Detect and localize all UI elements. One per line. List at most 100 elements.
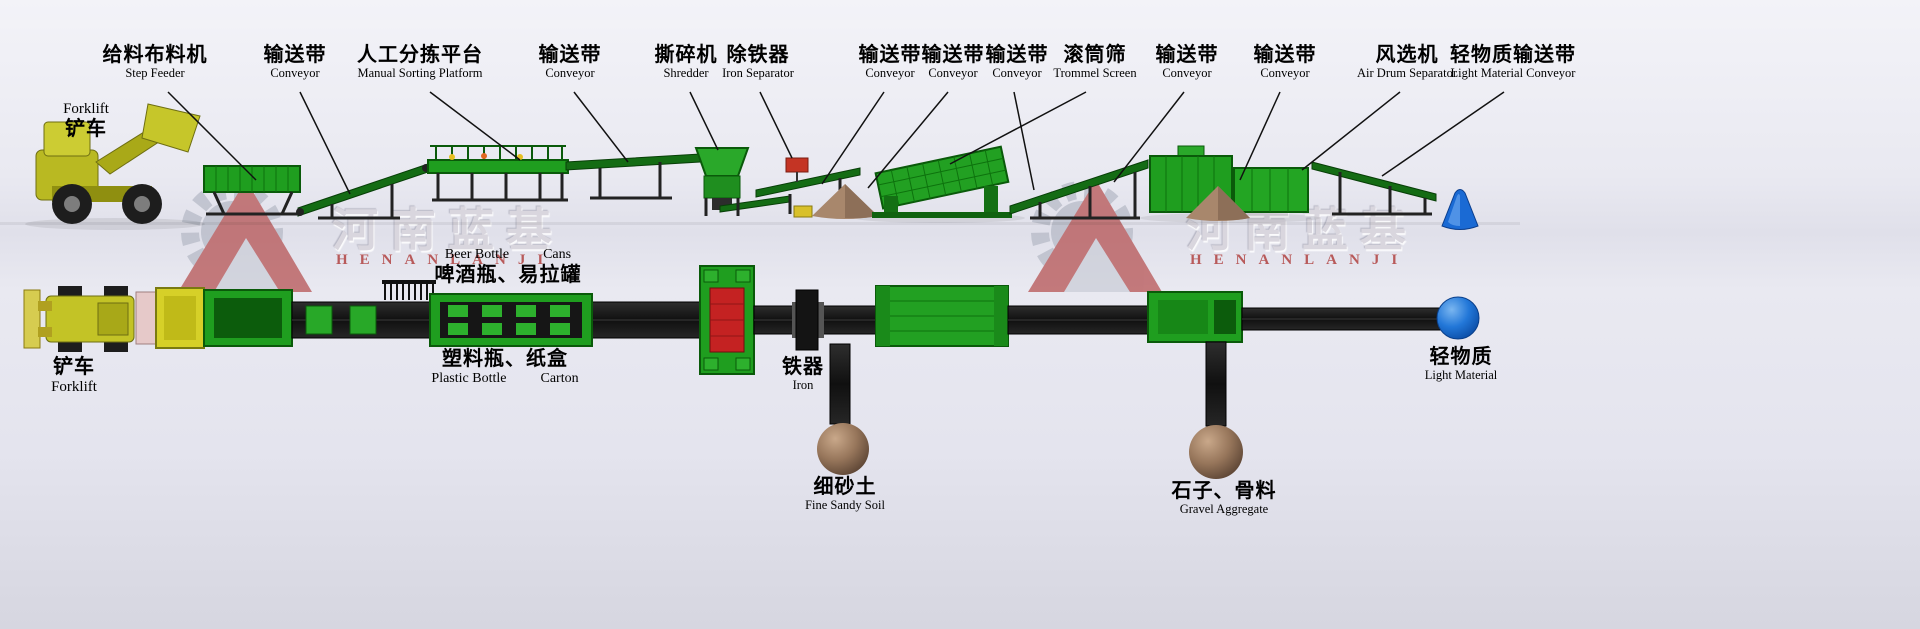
label-en: Conveyor bbox=[270, 66, 320, 81]
trommel-top bbox=[875, 285, 1009, 347]
label-en-row: Beer Bottle Cans bbox=[435, 246, 582, 264]
label-en: Forklift bbox=[51, 379, 97, 396]
label-zh: 输送带 bbox=[263, 44, 327, 66]
label-zh: 风选机 bbox=[1375, 44, 1439, 66]
platform-top bbox=[429, 293, 593, 347]
leader-line bbox=[949, 91, 1087, 165]
label-gravel-aggregate: 石子、骨料 Gravel Aggregate bbox=[1172, 480, 1277, 518]
belt-3-top bbox=[1007, 305, 1149, 335]
label-forklift-top: 铲车 Forklift bbox=[51, 356, 97, 396]
label-en: Conveyor bbox=[1260, 66, 1310, 81]
label-zh: 给料布料机 bbox=[102, 44, 208, 66]
sand-pile-side bbox=[812, 184, 878, 219]
leader-line bbox=[821, 91, 885, 185]
label-en: Beer Bottle bbox=[444, 247, 510, 262]
label-en: Forklift bbox=[63, 101, 109, 117]
label-en: Gravel Aggregate bbox=[1179, 502, 1269, 517]
leader-line bbox=[867, 91, 949, 189]
gravel-branch bbox=[1189, 341, 1243, 479]
label-zh: 啤酒瓶、易拉罐 bbox=[434, 263, 582, 286]
label-en: Step Feeder bbox=[125, 66, 185, 81]
leader-line bbox=[1013, 91, 1035, 191]
label-sorting-platform: 人工分拣平台 Manual Sorting Platform bbox=[357, 44, 483, 82]
label-en: Conveyor bbox=[1162, 66, 1212, 81]
label-en: Trommel Screen bbox=[1053, 66, 1137, 81]
iron-separator-top bbox=[792, 289, 824, 351]
label-conveyor-6: 输送带 Conveyor bbox=[1156, 44, 1219, 82]
label-en: Conveyor bbox=[545, 66, 595, 81]
iron-separator-side bbox=[755, 157, 861, 218]
label-zh: 输送带 bbox=[1155, 44, 1219, 66]
label-forklift-side: Forklift 铲车 bbox=[63, 100, 109, 140]
label-conveyor-5: 输送带 Conveyor bbox=[986, 44, 1049, 82]
leader-line bbox=[759, 91, 793, 159]
leader-line bbox=[573, 91, 629, 163]
label-conveyor-7: 输送带 Conveyor bbox=[1254, 44, 1317, 82]
leader-line bbox=[1239, 91, 1281, 181]
label-zh: 输送带 bbox=[985, 44, 1049, 66]
label-zh: 铲车 bbox=[65, 118, 107, 140]
label-zh: 塑料瓶、纸盒 bbox=[441, 348, 568, 370]
label-en: Conveyor bbox=[992, 66, 1042, 81]
leader-line bbox=[299, 91, 351, 195]
sorter-cabin-top bbox=[699, 265, 755, 375]
watermark-gear bbox=[178, 180, 312, 292]
forklift-top bbox=[23, 286, 135, 352]
label-en: Iron Separator bbox=[722, 66, 794, 81]
feeder-top bbox=[203, 289, 293, 347]
leader-line bbox=[1113, 91, 1185, 183]
label-step-feeder: 给料布料机 Step Feeder bbox=[103, 44, 208, 82]
label-en: Iron bbox=[792, 378, 814, 393]
label-zh: 输送带 bbox=[921, 44, 985, 66]
leader-lines bbox=[167, 91, 1505, 195]
leader-line bbox=[689, 91, 719, 151]
label-en: Conveyor bbox=[865, 66, 915, 81]
label-zh: 输送带 bbox=[858, 44, 922, 66]
label-en: Shredder bbox=[663, 66, 709, 81]
step-feeder-machine bbox=[203, 165, 301, 216]
trommel-screen-machine bbox=[872, 145, 1012, 218]
comb-rack-top bbox=[382, 280, 436, 300]
label-shredder: 撕碎机 Shredder bbox=[655, 44, 718, 82]
leader-line bbox=[1381, 91, 1505, 177]
watermark-text-en: HENANLANJI bbox=[1190, 252, 1410, 268]
label-en: Carton bbox=[540, 371, 579, 387]
label-en-row: Plastic Bottle Carton bbox=[431, 370, 578, 388]
label-zh: 输送带 bbox=[1253, 44, 1317, 66]
hopper-top bbox=[155, 287, 205, 349]
ground-shadows bbox=[0, 213, 1520, 230]
label-conveyor-4: 输送带 Conveyor bbox=[922, 44, 985, 82]
label-zh: 输送带 bbox=[538, 44, 602, 66]
light-material-ball bbox=[1436, 296, 1480, 340]
label-fine-sandy-soil: 细砂土 Fine Sandy Soil bbox=[805, 476, 885, 514]
light-material-conveyor-side bbox=[1311, 161, 1437, 216]
label-zh: 撕碎机 bbox=[654, 44, 718, 66]
label-air-separator: 风选机 Air Drum Separator bbox=[1357, 44, 1457, 82]
label-zh: 人工分拣平台 bbox=[357, 44, 483, 66]
label-zh: 轻物质 bbox=[1429, 346, 1493, 368]
label-iron-separator: 除铁器 Iron Separator bbox=[722, 44, 794, 82]
label-conveyor-3: 输送带 Conveyor bbox=[859, 44, 922, 82]
conveyor-3-side bbox=[1009, 159, 1149, 220]
label-plastic-carton: 塑料瓶、纸盒 Plastic Bottle Carton bbox=[431, 348, 578, 388]
label-en: Manual Sorting Platform bbox=[357, 66, 483, 81]
leader-line bbox=[167, 91, 257, 181]
fine-sand-branch bbox=[817, 343, 869, 475]
label-iron: 铁器 Iron bbox=[782, 356, 824, 394]
label-en: Air Drum Separator bbox=[1357, 66, 1457, 81]
label-trommel-screen: 滚筒筛 Trommel Screen bbox=[1053, 44, 1136, 82]
label-light-material-conveyor: 轻物质输送带 Light Material Conveyor bbox=[1450, 44, 1576, 82]
label-zh: 石子、骨料 bbox=[1171, 480, 1277, 502]
light-material-cone bbox=[1441, 189, 1479, 230]
label-zh: 铁器 bbox=[782, 356, 824, 378]
label-zh: 滚筒筛 bbox=[1063, 44, 1127, 66]
label-zh: 除铁器 bbox=[726, 44, 790, 66]
label-en: Plastic Bottle bbox=[431, 371, 507, 387]
shredder-machine bbox=[694, 147, 791, 216]
forklift-side bbox=[35, 103, 201, 224]
label-zh: 铲车 bbox=[53, 356, 95, 378]
label-beer-cans: Beer Bottle Cans 啤酒瓶、易拉罐 bbox=[435, 246, 582, 286]
label-en: Light Material bbox=[1424, 368, 1498, 383]
